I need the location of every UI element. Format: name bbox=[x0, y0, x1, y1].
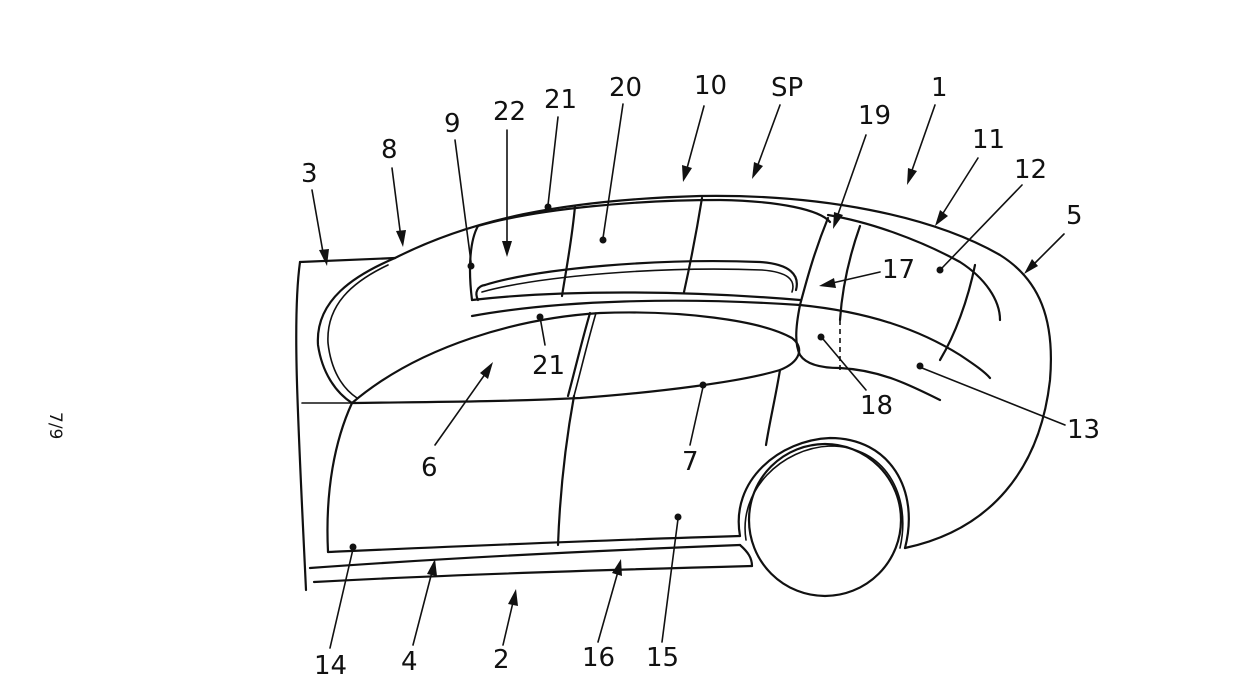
label-8: 8 bbox=[381, 135, 398, 165]
label-21-top: 21 bbox=[544, 85, 577, 115]
reference-labels: 3 8 9 22 21 20 10 SP 19 1 11 12 5 17 21 … bbox=[301, 71, 1100, 681]
leader-lines bbox=[311, 103, 1066, 649]
label-3: 3 bbox=[301, 159, 318, 189]
vehicle-outline bbox=[295, 194, 1052, 598]
label-9: 9 bbox=[444, 109, 461, 139]
label-2: 2 bbox=[493, 645, 510, 675]
label-17: 17 bbox=[882, 255, 915, 285]
label-13: 13 bbox=[1067, 415, 1100, 445]
label-1: 1 bbox=[931, 73, 948, 103]
label-sp: SP bbox=[771, 73, 803, 103]
label-20: 20 bbox=[609, 73, 642, 103]
label-7: 7 bbox=[682, 447, 699, 477]
reference-dots bbox=[349, 203, 944, 551]
label-14: 14 bbox=[314, 651, 347, 681]
label-6: 6 bbox=[421, 453, 438, 483]
label-18: 18 bbox=[860, 391, 893, 421]
label-12: 12 bbox=[1014, 155, 1047, 185]
label-11: 11 bbox=[972, 125, 1005, 155]
label-5: 5 bbox=[1066, 201, 1083, 231]
label-21-mid: 21 bbox=[532, 351, 565, 381]
label-4: 4 bbox=[401, 647, 418, 677]
page-number: 7/9 bbox=[45, 412, 65, 439]
label-15: 15 bbox=[646, 643, 679, 673]
label-16: 16 bbox=[582, 643, 615, 673]
label-22: 22 bbox=[493, 97, 526, 127]
label-19: 19 bbox=[858, 101, 891, 131]
label-10: 10 bbox=[694, 71, 727, 101]
